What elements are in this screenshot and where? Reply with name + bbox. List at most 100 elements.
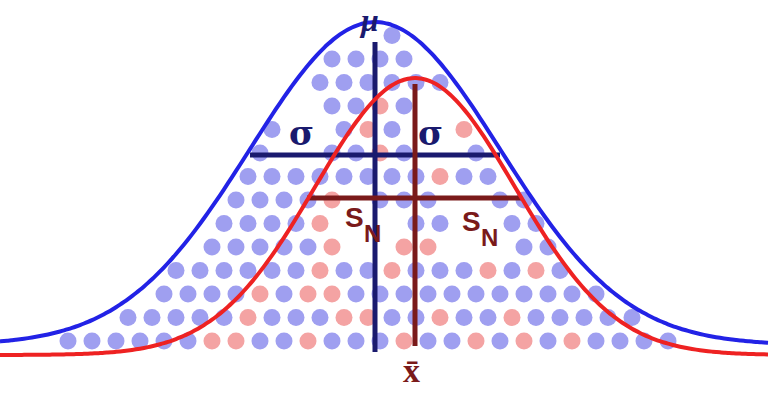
dot [336, 262, 353, 279]
sigma-line [250, 153, 500, 158]
dot [456, 262, 473, 279]
dot [492, 333, 509, 350]
dot [528, 309, 545, 326]
dot [120, 309, 137, 326]
dot [324, 333, 341, 350]
dot [456, 168, 473, 185]
dot [468, 286, 485, 303]
dot [588, 333, 605, 350]
dot [168, 262, 185, 279]
sample-curve [0, 78, 768, 355]
dot [228, 239, 245, 256]
dot [252, 286, 269, 303]
dot [60, 333, 77, 350]
dot [432, 309, 449, 326]
dot [324, 286, 341, 303]
dot [336, 309, 353, 326]
dot [384, 262, 401, 279]
dot [420, 239, 437, 256]
dot [228, 192, 245, 209]
dot [420, 286, 437, 303]
dot [276, 286, 293, 303]
dot [264, 309, 281, 326]
dot [240, 168, 257, 185]
dot [396, 239, 413, 256]
dot [504, 215, 521, 232]
dot [348, 333, 365, 350]
dot [564, 286, 581, 303]
dot [300, 286, 317, 303]
dot [480, 309, 497, 326]
dot [300, 333, 317, 350]
dot [456, 309, 473, 326]
mean-symbol: μ [361, 4, 379, 36]
dot [144, 309, 161, 326]
dot [324, 98, 341, 115]
dot [432, 168, 449, 185]
sigma-label: σ [418, 116, 443, 150]
dot [240, 309, 257, 326]
dot [396, 333, 413, 350]
dot [480, 168, 497, 185]
dot [84, 333, 101, 350]
dot [444, 333, 461, 350]
dot [288, 309, 305, 326]
dot [348, 286, 365, 303]
population-curve [0, 22, 768, 343]
dot [312, 215, 329, 232]
sigma-label: σ [289, 116, 314, 150]
dot [300, 239, 317, 256]
dot [156, 286, 173, 303]
dot [252, 192, 269, 209]
dot [516, 239, 533, 256]
dot [252, 239, 269, 256]
dot [456, 121, 473, 138]
dot [516, 333, 533, 350]
dot [396, 286, 413, 303]
dot [204, 239, 221, 256]
dot [396, 51, 413, 68]
dot [108, 333, 125, 350]
dot [240, 215, 257, 232]
dot [540, 333, 557, 350]
dot [336, 74, 353, 91]
dot [312, 74, 329, 91]
dot [168, 309, 185, 326]
dot [480, 262, 497, 279]
dot [276, 192, 293, 209]
std-label: S [462, 208, 481, 236]
dot [216, 215, 233, 232]
sample-mean-line [413, 84, 418, 346]
dot [432, 215, 449, 232]
dot [288, 168, 305, 185]
dot [204, 333, 221, 350]
dot [612, 333, 629, 350]
dot [504, 262, 521, 279]
dot [396, 98, 413, 115]
std-subscript: N [364, 222, 381, 246]
std-label: S [345, 204, 364, 232]
dot [528, 262, 545, 279]
dot [384, 121, 401, 138]
dot [216, 262, 233, 279]
dot [348, 51, 365, 68]
dot [312, 262, 329, 279]
dot [540, 286, 557, 303]
dot [420, 333, 437, 350]
dot [516, 286, 533, 303]
dot [324, 51, 341, 68]
dot [252, 333, 269, 350]
sample-dots [60, 27, 677, 350]
dot [444, 286, 461, 303]
dot [192, 262, 209, 279]
dot [564, 333, 581, 350]
dot [324, 239, 341, 256]
dot [492, 286, 509, 303]
std-subscript: N [481, 226, 498, 250]
dot [384, 309, 401, 326]
dot [384, 168, 401, 185]
dot [312, 309, 329, 326]
std-line [307, 196, 522, 201]
dot [288, 262, 305, 279]
